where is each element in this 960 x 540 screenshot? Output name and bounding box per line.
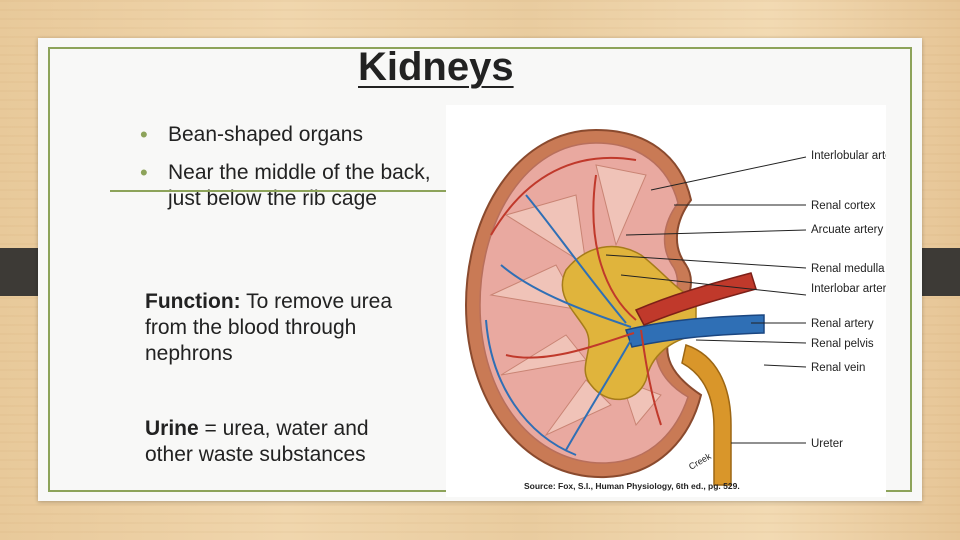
label-ureter: Ureter [811, 438, 843, 450]
label-renal-artery: Renal artery [811, 318, 874, 330]
renal-vein-vessel [625, 314, 765, 348]
urine-text: = urea, water and other waste substances [145, 417, 369, 466]
label-renal-pelvis: Renal pelvis [811, 338, 874, 350]
slide-title: Kidneys [358, 45, 514, 89]
bullet-item: • Near the middle of the back, just belo… [140, 160, 431, 210]
label-arcuate-artery: Arcuate artery and vein [811, 224, 886, 236]
function-label: Function: [145, 290, 241, 313]
slide-card: Kidneys • Bean-shaped organs • Near the … [38, 38, 922, 501]
vessel-branches [485, 156, 662, 456]
divider-line [110, 190, 446, 192]
urine-label: Urine [145, 417, 199, 440]
label-leader-lines [605, 156, 807, 444]
bullet-icon: • [140, 160, 148, 185]
bullet-item: • Bean-shaped organs [140, 122, 363, 147]
bullet-list: • Bean-shaped organs • Near the middle o… [126, 122, 446, 224]
artist-signature: Creek [687, 451, 713, 472]
figure-source: Source: Fox, S.I., Human Physiology, 6th… [524, 481, 740, 491]
kidney-figure: Interlobular artery and vein Renal corte… [446, 105, 886, 497]
ureter-tube [681, 344, 732, 486]
label-interlobar-artery: Interlobar artery and vein [811, 283, 886, 295]
label-interlobular-artery: Interlobular artery and vein [811, 150, 886, 162]
function-paragraph: Function: To remove urea from the blood … [145, 289, 425, 367]
function-text: To remove urea from the blood through ne… [145, 290, 393, 365]
kidney-diagram: Interlobular artery and vein Renal corte… [464, 128, 886, 491]
label-renal-cortex: Renal cortex [811, 200, 876, 212]
urine-paragraph: Urine = urea, water and other waste subs… [145, 416, 375, 468]
label-renal-medulla: Renal medulla [811, 263, 885, 275]
label-renal-vein: Renal vein [811, 362, 865, 374]
bullet-icon: • [140, 122, 148, 147]
